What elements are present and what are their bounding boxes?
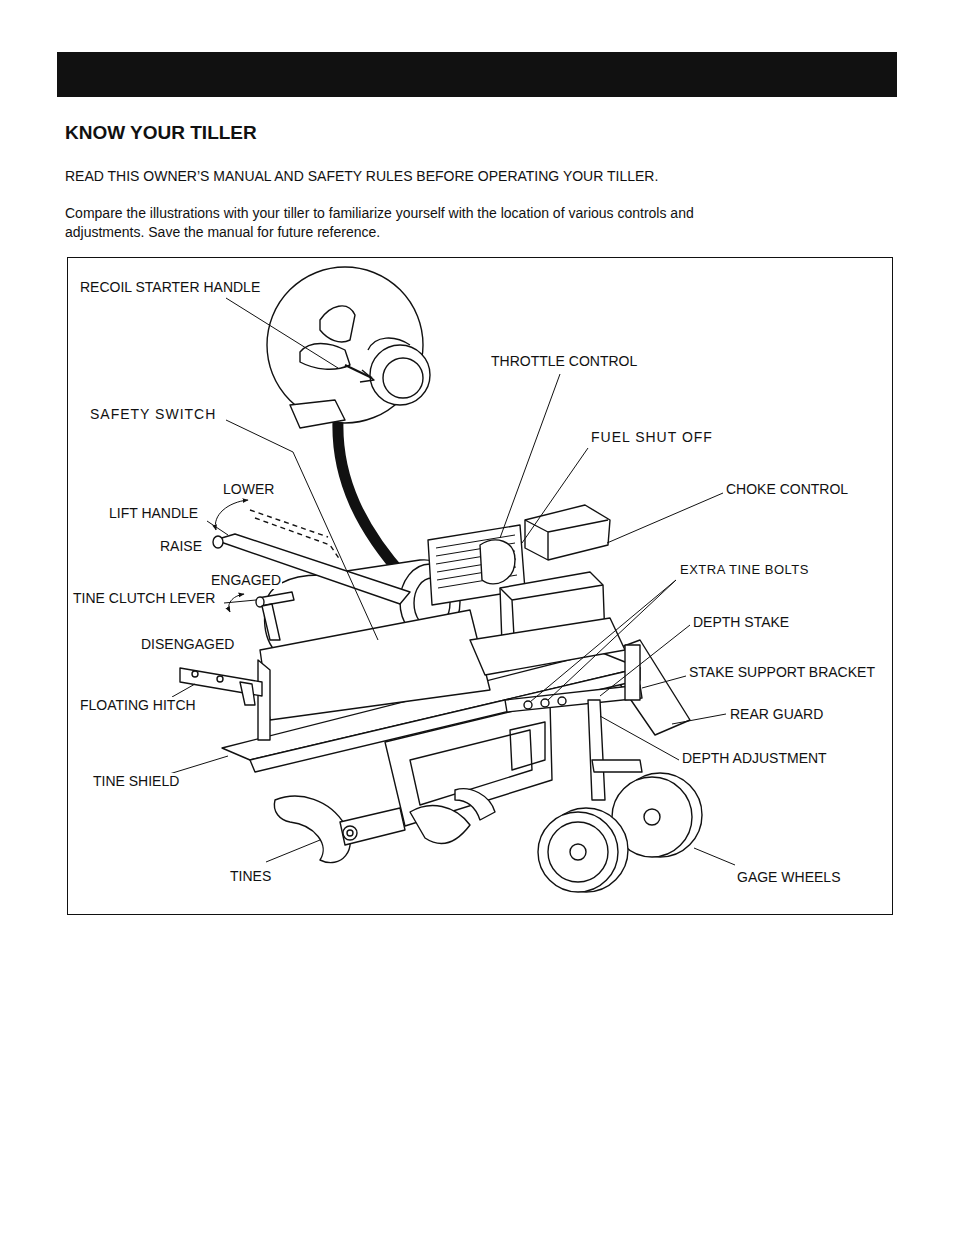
header-bar: [57, 52, 897, 97]
part-label: CHOKE CONTROL: [725, 481, 849, 498]
part-label: GAGE WHEELS: [736, 869, 841, 886]
part-label: EXTRA TINE BOLTS: [679, 562, 810, 578]
part-label: SAFETY SWITCH: [89, 406, 217, 423]
part-label: TINES: [229, 868, 272, 885]
part-label: TINE CLUTCH LEVER: [72, 590, 216, 607]
page-title: KNOW YOUR TILLER: [65, 122, 257, 145]
part-label: RECOIL STARTER HANDLE: [79, 279, 261, 296]
part-label: DEPTH STAKE: [692, 614, 790, 631]
instruction-text: READ THIS OWNER’S MANUAL AND SAFETY RULE…: [65, 167, 705, 186]
part-label: RAISE: [159, 538, 203, 555]
part-label: LOWER: [222, 481, 275, 498]
part-label: LIFT HANDLE: [108, 505, 199, 522]
part-label: STAKE SUPPORT BRACKET: [688, 664, 876, 681]
tiller-drawing: [180, 267, 702, 892]
part-label: REAR GUARD: [729, 706, 824, 723]
part-label: DEPTH ADJUSTMENT: [681, 750, 828, 767]
part-label: FUEL SHUT OFF: [590, 429, 714, 446]
part-label: DISENGAGED: [140, 636, 235, 653]
part-label: THROTTLE CONTROL: [490, 353, 638, 370]
figure-frame: [68, 258, 893, 915]
instruction-text: Compare the illustrations with your till…: [65, 204, 770, 242]
part-label: FLOATING HITCH: [79, 697, 197, 714]
part-label: ENGAGED: [210, 572, 282, 589]
part-label: TINE SHIELD: [92, 773, 180, 790]
leader-lines: [166, 298, 735, 865]
